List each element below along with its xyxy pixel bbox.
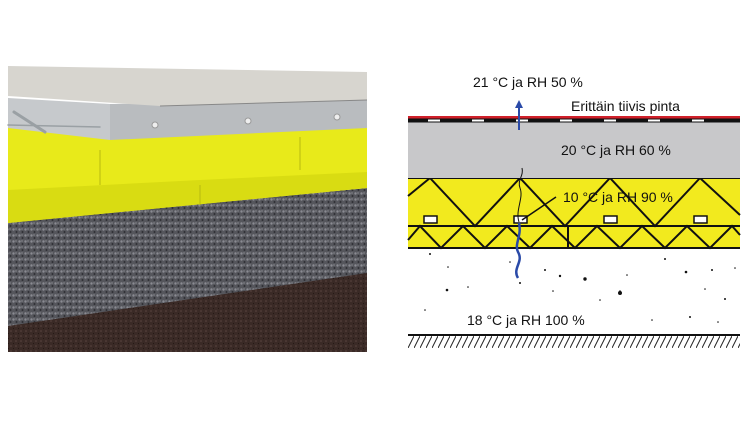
concrete-slab-side [110, 100, 367, 140]
surface-label: Erittäin tiivis pinta [571, 98, 680, 114]
floor-structure-illustration [7, 66, 368, 352]
insulation-label-leader [521, 196, 557, 221]
surface-layer [408, 116, 740, 123]
cross-section-diagram [407, 100, 741, 348]
concrete-slab-section [408, 122, 740, 178]
indoor-conditions-label: 21 °C ja RH 50 % [473, 74, 583, 90]
ground-baseline [408, 334, 740, 336]
moisture-up-arrow [515, 100, 523, 130]
reinforcement-markers [423, 215, 708, 224]
bedrock-hatching [408, 336, 740, 348]
insulation-section [407, 176, 741, 250]
soil-layer [8, 272, 367, 352]
reinforcement-bars [7, 110, 341, 134]
insulation-conditions-label: 10 °C ja RH 90 % [563, 189, 673, 205]
slab-conditions-label: 20 °C ja RH 60 % [561, 142, 671, 158]
concrete-slab-top [8, 66, 367, 106]
moisture-path-lower [515, 222, 521, 279]
ground-layer [424, 253, 736, 323]
moisture-path-upper [517, 167, 523, 223]
ground-conditions-label: 18 °C ja RH 100 % [467, 312, 585, 328]
gravel-layer [8, 188, 367, 326]
